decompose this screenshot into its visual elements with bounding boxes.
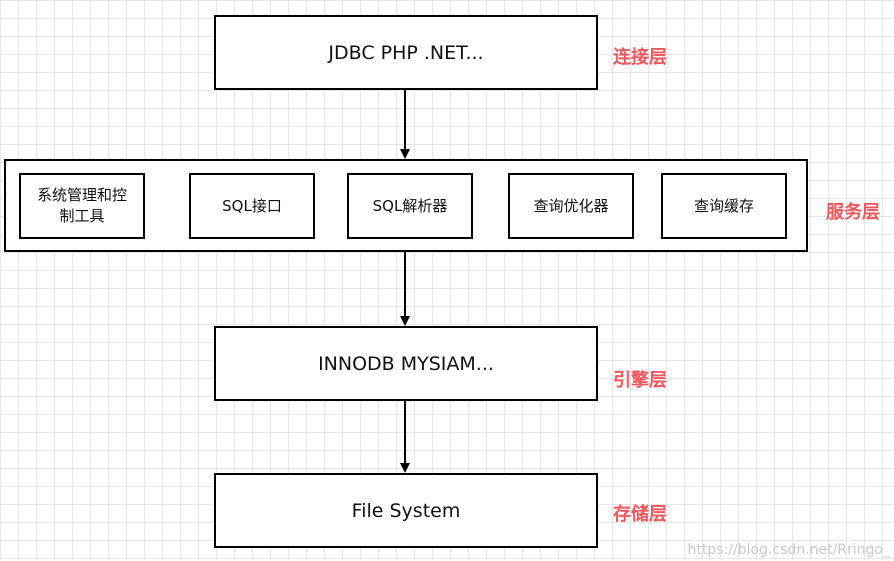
connection-layer-label: 连接层: [613, 47, 667, 68]
storage-layer-box: File System: [214, 473, 598, 548]
connection-layer-text: JDBC PHP .NET...: [328, 41, 484, 64]
engine-layer-label: 引擎层: [613, 370, 667, 391]
storage-layer-text: File System: [351, 499, 461, 522]
engine-layer-box: INNODB MYSIAM...: [214, 326, 598, 401]
service-layer-label: 服务层: [826, 202, 880, 223]
service-component-sql-interface: SQL接口: [189, 173, 315, 239]
service-component-management-tools: 系统管理和控制工具: [19, 173, 145, 239]
watermark-text: https://blog.csdn.net/Rringo_: [687, 542, 890, 558]
storage-layer-label: 存储层: [613, 504, 667, 525]
connection-layer-box: JDBC PHP .NET...: [214, 15, 598, 90]
service-component-sql-parser: SQL解析器: [347, 173, 473, 239]
engine-layer-text: INNODB MYSIAM...: [318, 352, 494, 375]
service-component-query-optimizer: 查询优化器: [508, 173, 634, 239]
service-component-query-cache: 查询缓存: [661, 173, 787, 239]
